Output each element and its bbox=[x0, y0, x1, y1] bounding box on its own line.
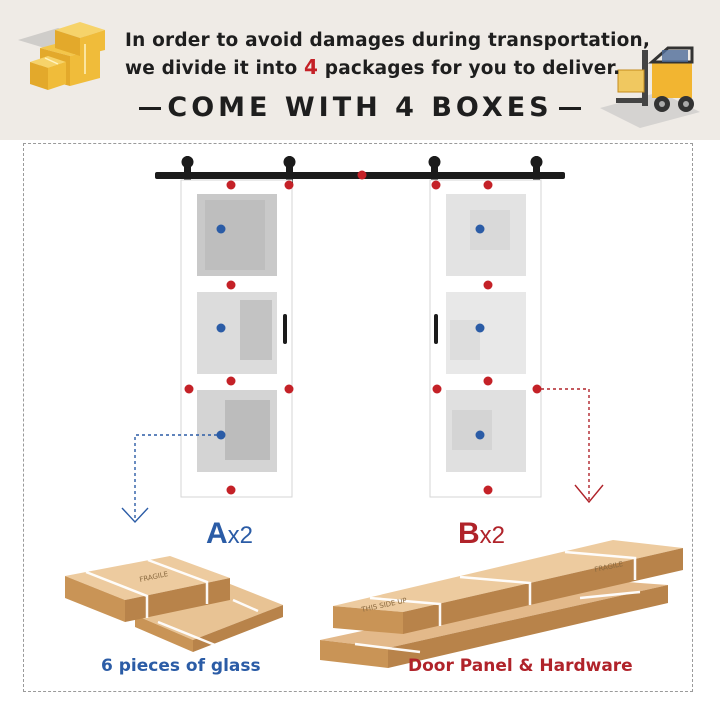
box-glass-stack: FRAGILE bbox=[65, 556, 283, 652]
content-frame bbox=[23, 143, 693, 692]
box-panel-stack: FRAGILE THIS SIDE UP bbox=[320, 540, 683, 668]
header-band bbox=[0, 0, 720, 140]
caption-panel: Door Panel & Hardware bbox=[408, 656, 633, 676]
door-b bbox=[429, 179, 542, 498]
header-line-2: we divide it into 4 packages for you to … bbox=[125, 55, 685, 79]
forklift-icon bbox=[600, 46, 700, 128]
headline-dash-left bbox=[139, 107, 162, 110]
arrow-down-icon bbox=[121, 507, 149, 524]
headline-dash-right bbox=[558, 107, 581, 110]
glass-markers bbox=[216, 224, 485, 440]
door-a bbox=[180, 179, 293, 498]
headline-text: COME WITH 4 BOXES bbox=[167, 92, 553, 123]
header-line-2-end: packages for you to deliver. bbox=[318, 58, 621, 79]
label-b: Bx2 bbox=[458, 517, 505, 551]
boxes-icon bbox=[18, 22, 105, 90]
label-b-letter: B bbox=[458, 517, 480, 550]
label-b-qty: x2 bbox=[479, 522, 506, 549]
label-a: Ax2 bbox=[206, 517, 253, 551]
door-handle-icon bbox=[283, 314, 287, 344]
caption-glass: 6 pieces of glass bbox=[101, 656, 261, 676]
arrow-down-icon bbox=[574, 484, 604, 504]
package-count: 4 bbox=[304, 55, 319, 79]
arrow-panel-path bbox=[541, 388, 590, 500]
door-handle-icon bbox=[434, 314, 438, 344]
header-line-1: In order to avoid damages during transpo… bbox=[125, 30, 651, 51]
label-a-letter: A bbox=[206, 517, 228, 550]
panel-part-markers bbox=[184, 170, 542, 495]
label-a-qty: x2 bbox=[227, 522, 254, 549]
arrow-glass-path bbox=[134, 434, 217, 520]
header-line-2-start: we divide it into bbox=[125, 58, 305, 79]
headline: COME WITH 4 BOXES bbox=[0, 92, 720, 123]
